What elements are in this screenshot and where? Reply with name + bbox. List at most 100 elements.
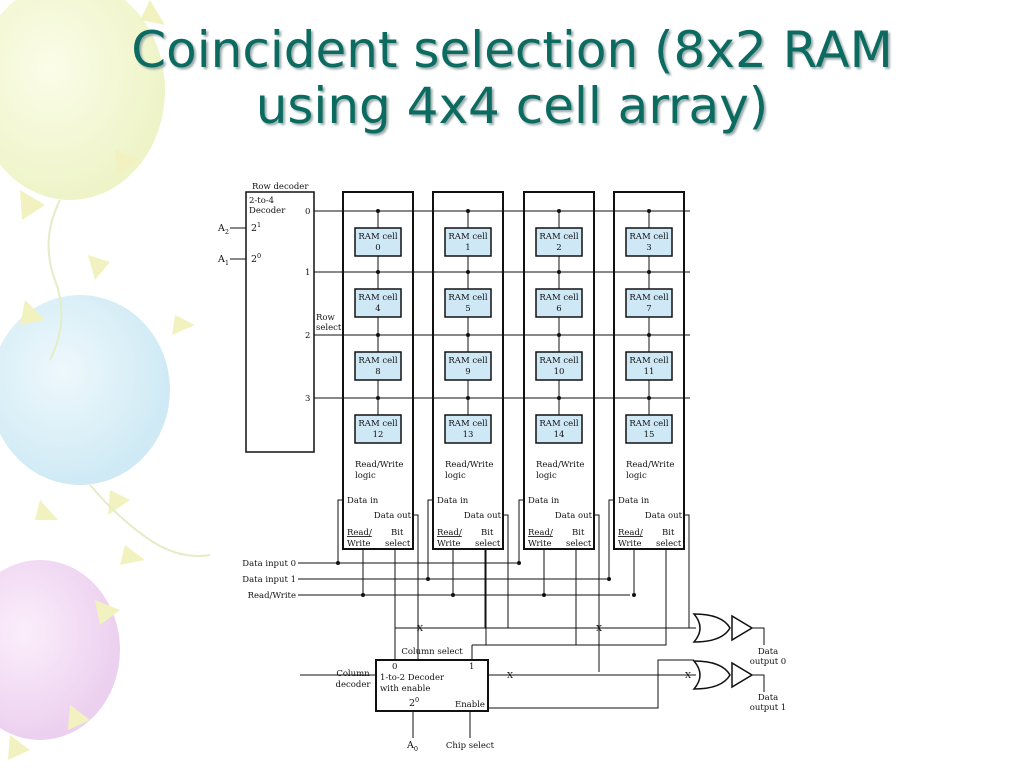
- data-out-label: Data out: [645, 511, 683, 521]
- ram-cell-number: 9: [465, 367, 470, 377]
- ram-cell-label: RAM cell: [539, 232, 578, 242]
- read-write-label: Write: [528, 539, 552, 549]
- column-decoder-box: [375, 659, 489, 712]
- decoder-input-2-0: 20: [251, 252, 261, 265]
- bit-select-label: Bit: [662, 528, 675, 538]
- ram-cell-label: RAM cell: [448, 356, 487, 366]
- ram-cell-number: 12: [373, 430, 384, 440]
- diagram-blocks: [245, 191, 754, 712]
- ram-cell-number: 10: [554, 367, 565, 377]
- data-out-label: Data out: [374, 511, 412, 521]
- bit-select-label: select: [475, 539, 501, 549]
- ram-cell-5: [444, 288, 492, 318]
- column-frame-3: [613, 191, 685, 550]
- read-write-label: Read/: [347, 528, 372, 538]
- column-decoder-output-0: 0: [392, 662, 397, 672]
- junction-dot: [336, 561, 340, 565]
- rw-logic-label: logic: [445, 471, 466, 481]
- data-output-0-label: output 0: [750, 657, 786, 667]
- read-write-label: Read/: [437, 528, 462, 538]
- ram-cell-label: RAM cell: [629, 356, 668, 366]
- ram-cell-label: RAM cell: [629, 419, 668, 429]
- column-decoder-type: 1-to-2 Decoder: [380, 673, 445, 683]
- junction-dot: [632, 593, 636, 597]
- data-in-wire: [337, 499, 343, 563]
- junction-dot: [607, 577, 611, 581]
- junction-dot: [466, 333, 470, 337]
- junction-dot: [376, 333, 380, 337]
- column-frame-1: [432, 191, 504, 550]
- column-sel-link: [394, 620, 420, 629]
- address-a1-label: A1: [217, 254, 229, 267]
- ram-cell-label: RAM cell: [629, 293, 668, 303]
- address-a0-label: A0: [406, 740, 418, 753]
- row-decoder-box: [245, 191, 315, 453]
- ram-cell-1: [444, 227, 492, 257]
- bit-select-label: Bit: [391, 528, 404, 538]
- address-a2-label: A2: [217, 223, 229, 236]
- data-output-0-wire: [752, 627, 765, 645]
- ram-cell-number: 4: [375, 304, 380, 314]
- wire-crossing-mark: X: [417, 624, 424, 634]
- ram-cell-14: [535, 414, 583, 444]
- blue-balloon: [0, 295, 170, 485]
- data-out-wire: [594, 514, 600, 672]
- data-out-label: Data out: [555, 511, 593, 521]
- column-decoder-type: with enable: [380, 684, 430, 694]
- ram-cell-13: [444, 414, 492, 444]
- ram-cell-label: RAM cell: [539, 293, 578, 303]
- slide-title-line-1: Coincident selection (8x2 RAM: [131, 21, 893, 79]
- read-write-label: Read/: [528, 528, 553, 538]
- read-write-label: Write: [437, 539, 461, 549]
- or-gate-1-buffer: [731, 661, 754, 689]
- ram-cell-label: RAM cell: [629, 232, 668, 242]
- ram-cell-label: RAM cell: [358, 356, 397, 366]
- ram-cell-label: RAM cell: [539, 419, 578, 429]
- ram-cell-7: [625, 288, 673, 318]
- diagram-labels: Row decoder2-to-4DecoderA2A12120Rowselec…: [217, 182, 786, 753]
- junction-dot: [557, 209, 561, 213]
- data-output-1-wire: [752, 674, 765, 692]
- junction-dot: [376, 209, 380, 213]
- column-decoder-output-1: 1: [469, 662, 474, 672]
- junction-dot: [466, 396, 470, 400]
- row-decoder-label: Row decoder: [252, 182, 309, 192]
- ram-cell-8: [354, 351, 402, 381]
- rw-logic-label: Read/Write: [536, 460, 584, 470]
- data-output-1-label: output 1: [750, 703, 786, 713]
- yellow-balloon: [0, 0, 165, 200]
- bit-select-label: select: [656, 539, 682, 549]
- row-select-label: Row: [316, 313, 336, 323]
- ram-cell-15: [625, 414, 673, 444]
- data-in-label: Data in: [528, 496, 560, 506]
- junction-dot: [517, 561, 521, 565]
- data-out-label: Data out: [464, 511, 502, 521]
- junction-dot: [557, 333, 561, 337]
- ram-cell-label: RAM cell: [539, 356, 578, 366]
- rw-logic-label: Read/Write: [626, 460, 674, 470]
- data-output-0-label: Data: [758, 647, 778, 657]
- junction-dot: [426, 577, 430, 581]
- row-number: 1: [305, 268, 310, 278]
- junction-dot: [466, 209, 470, 213]
- or-gate-0: [692, 613, 731, 643]
- ram-cell-12: [354, 414, 402, 444]
- ram-cell-3: [625, 227, 673, 257]
- data-output-1-label: Data: [758, 693, 778, 703]
- ram-cell-0: [354, 227, 402, 257]
- enable-label: Enable: [455, 700, 485, 710]
- ram-cell-11: [625, 351, 673, 381]
- row-number: 0: [305, 207, 310, 217]
- rw-logic-label: logic: [626, 471, 647, 481]
- bit-select-label: Bit: [572, 528, 585, 538]
- wire-crossing-mark: X: [596, 624, 603, 634]
- row-decoder-type: Decoder: [249, 206, 286, 216]
- read-write-input-label: Read/Write: [248, 591, 296, 601]
- balloon-strings: [47, 199, 211, 557]
- ram-cell-number: 13: [463, 430, 474, 440]
- column-decoder-label: decoder: [336, 680, 372, 690]
- ram-cell-number: 15: [644, 430, 655, 440]
- data-in-wire: [518, 499, 524, 563]
